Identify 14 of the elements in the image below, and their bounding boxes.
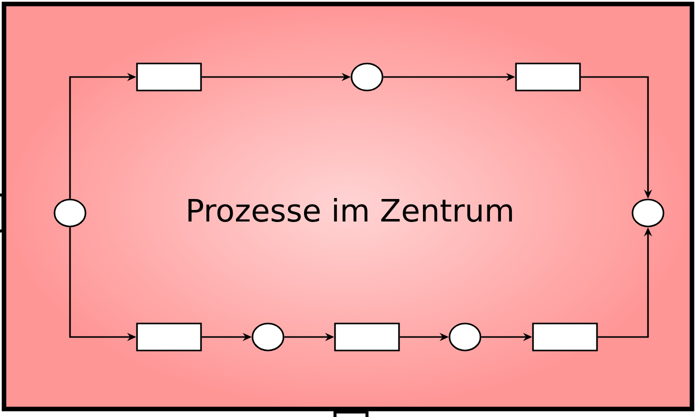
transition-box <box>334 322 400 352</box>
region-box <box>2 2 694 412</box>
place-circle <box>350 62 384 92</box>
place-circle <box>54 198 86 228</box>
place-circle <box>252 322 284 352</box>
place-circle <box>632 198 664 228</box>
transition-box <box>136 322 202 352</box>
transition-box <box>136 62 202 92</box>
region-label: Prozesse im Zentrum <box>188 198 512 222</box>
partial-box <box>334 410 368 417</box>
partial-box <box>0 194 4 232</box>
place-circle <box>448 322 482 352</box>
transition-box <box>515 62 581 92</box>
transition-box <box>532 322 598 352</box>
